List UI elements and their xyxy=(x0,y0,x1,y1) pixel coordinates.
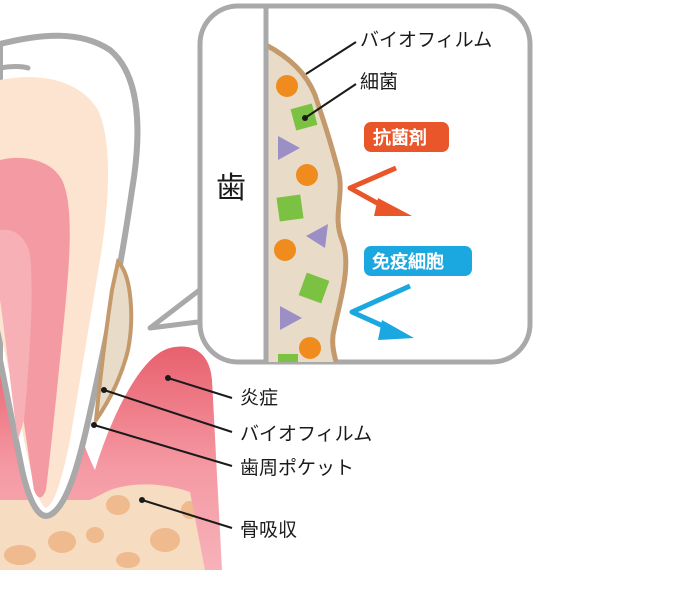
tooth-biofilm xyxy=(93,258,134,428)
leader-callout-biofilm xyxy=(305,41,357,75)
enamel-highlight xyxy=(0,64,31,71)
bacteria-green xyxy=(298,272,330,304)
immune-tag xyxy=(364,246,472,276)
immune-arrowhead xyxy=(378,320,414,340)
immune-tag-text: 免疫細胞 xyxy=(372,251,444,273)
callout-tooth-label: 歯 xyxy=(216,171,246,206)
bacteria-purple xyxy=(306,224,328,248)
leader-dot xyxy=(165,375,171,381)
leader-callout-bacteria xyxy=(304,83,357,119)
label-bone-resorption: 骨吸収 xyxy=(240,519,297,541)
bacteria-purple xyxy=(278,136,300,160)
bacteria-purple xyxy=(280,306,302,330)
leader-periodontal-pocket xyxy=(93,424,233,467)
immune-arrow xyxy=(349,283,412,333)
bacteria-orange xyxy=(274,239,296,261)
label-biofilm: バイオフィルム xyxy=(240,423,372,445)
main-labels: 炎症 バイオフィルム 歯周ポケット 骨吸収 xyxy=(91,375,372,541)
bacteria-green xyxy=(276,194,304,222)
leader-biofilm xyxy=(103,389,233,433)
tooth-pulp-inner xyxy=(0,229,32,440)
leader-dot xyxy=(101,387,107,393)
antibacterial-arrowhead xyxy=(374,198,412,216)
bacteria-green xyxy=(278,354,298,362)
antibacterial-arrow xyxy=(347,165,397,211)
leader-inflammation xyxy=(167,377,233,399)
antibacterial-tag xyxy=(364,122,449,152)
leader-dot xyxy=(139,497,145,503)
callout-bacteria-label: 細菌 xyxy=(360,71,398,93)
leader-dot xyxy=(302,115,308,121)
leader-bone-resorption xyxy=(141,499,233,529)
bacteria-orange xyxy=(299,337,321,359)
callout-biofilm-label: バイオフィルム xyxy=(360,29,492,51)
callout-bubble: 歯 バイオフィルム 細菌 抗菌剤 免疫細胞 xyxy=(147,3,533,365)
bacteria-orange xyxy=(296,164,318,186)
antibacterial-tag-text: 抗菌剤 xyxy=(373,127,427,149)
tooth-cross-section xyxy=(0,32,222,570)
leader-dot xyxy=(91,422,97,428)
bacteria-orange xyxy=(276,75,298,97)
bacteria-cluster xyxy=(274,75,330,362)
label-periodontal-pocket: 歯周ポケット xyxy=(240,457,354,479)
label-inflammation: 炎症 xyxy=(240,387,278,409)
